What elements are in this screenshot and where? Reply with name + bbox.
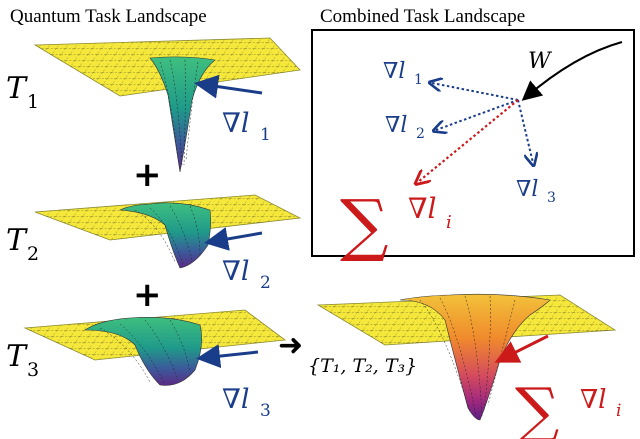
weight-label: W <box>528 49 553 74</box>
svg-text:1: 1 <box>414 72 423 88</box>
svg-text:i: i <box>616 401 621 421</box>
svg-text:2: 2 <box>27 243 39 265</box>
svg-text:∑: ∑ <box>515 374 559 439</box>
task3-gradient-label: ∇l 3 <box>222 384 271 421</box>
svg-text:∇l: ∇l <box>385 113 407 138</box>
task3-label: T 3 <box>6 339 39 381</box>
plus-sign-2: + <box>133 275 162 315</box>
box-grad1-label: ∇l 1 <box>383 59 423 88</box>
box-grad3-arrow <box>517 99 533 163</box>
task1-surface <box>33 37 301 173</box>
weight-trajectory <box>521 40 623 101</box>
box-grad2-label: ∇l 2 <box>385 113 425 142</box>
task2-gradient-label: ∇l 2 <box>222 256 271 293</box>
combine-arrow: ➜ <box>278 328 303 363</box>
svg-text:∇l: ∇l <box>222 256 250 287</box>
task1-gradient-arrow <box>194 74 263 99</box>
svg-text:3: 3 <box>547 190 556 206</box>
combined-surface <box>316 293 617 421</box>
svg-text:i: i <box>446 212 452 233</box>
svg-text:∇l: ∇l <box>222 384 250 415</box>
task3-surface <box>23 309 287 386</box>
combined-sum-label: ∑ ∇l i <box>515 374 621 439</box>
svg-text:2: 2 <box>416 126 425 142</box>
svg-text:∑: ∑ <box>340 186 389 265</box>
combined-box <box>311 29 635 257</box>
svg-text:∇l: ∇l <box>383 59 405 84</box>
svg-text:1: 1 <box>27 91 39 113</box>
box-sum-arrow <box>418 99 519 182</box>
svg-text:∇l: ∇l <box>222 108 250 139</box>
task1-gradient-label: ∇l 1 <box>222 108 271 145</box>
svg-text:T: T <box>6 71 28 106</box>
box-grad3-label: ∇l 3 <box>516 177 556 206</box>
task2-surface <box>34 194 302 269</box>
combined-sum-arrow <box>494 334 549 363</box>
plus-sign-1: + <box>133 155 162 195</box>
task1-label: T 1 <box>6 71 39 113</box>
task2-gradient-arrow <box>204 227 263 251</box>
left-title: Quantum Task Landscape <box>10 6 207 27</box>
task2-label: T 2 <box>6 223 39 265</box>
task3-gradient-arrow <box>196 344 259 369</box>
svg-text:T: T <box>6 339 28 374</box>
combined-set-label: {T₁, T₂, T₃} <box>308 355 417 377</box>
box-sum-label: ∑ ∇l i <box>340 186 452 265</box>
svg-text:1: 1 <box>260 125 271 145</box>
svg-text:3: 3 <box>27 359 39 381</box>
svg-text:∇l: ∇l <box>580 385 606 415</box>
svg-text:2: 2 <box>260 273 271 293</box>
svg-text:T: T <box>6 223 28 258</box>
right-title: Combined Task Landscape <box>320 6 525 27</box>
svg-text:3: 3 <box>260 401 271 421</box>
svg-text:∇l: ∇l <box>408 192 437 225</box>
svg-text:∇l: ∇l <box>516 177 538 202</box>
